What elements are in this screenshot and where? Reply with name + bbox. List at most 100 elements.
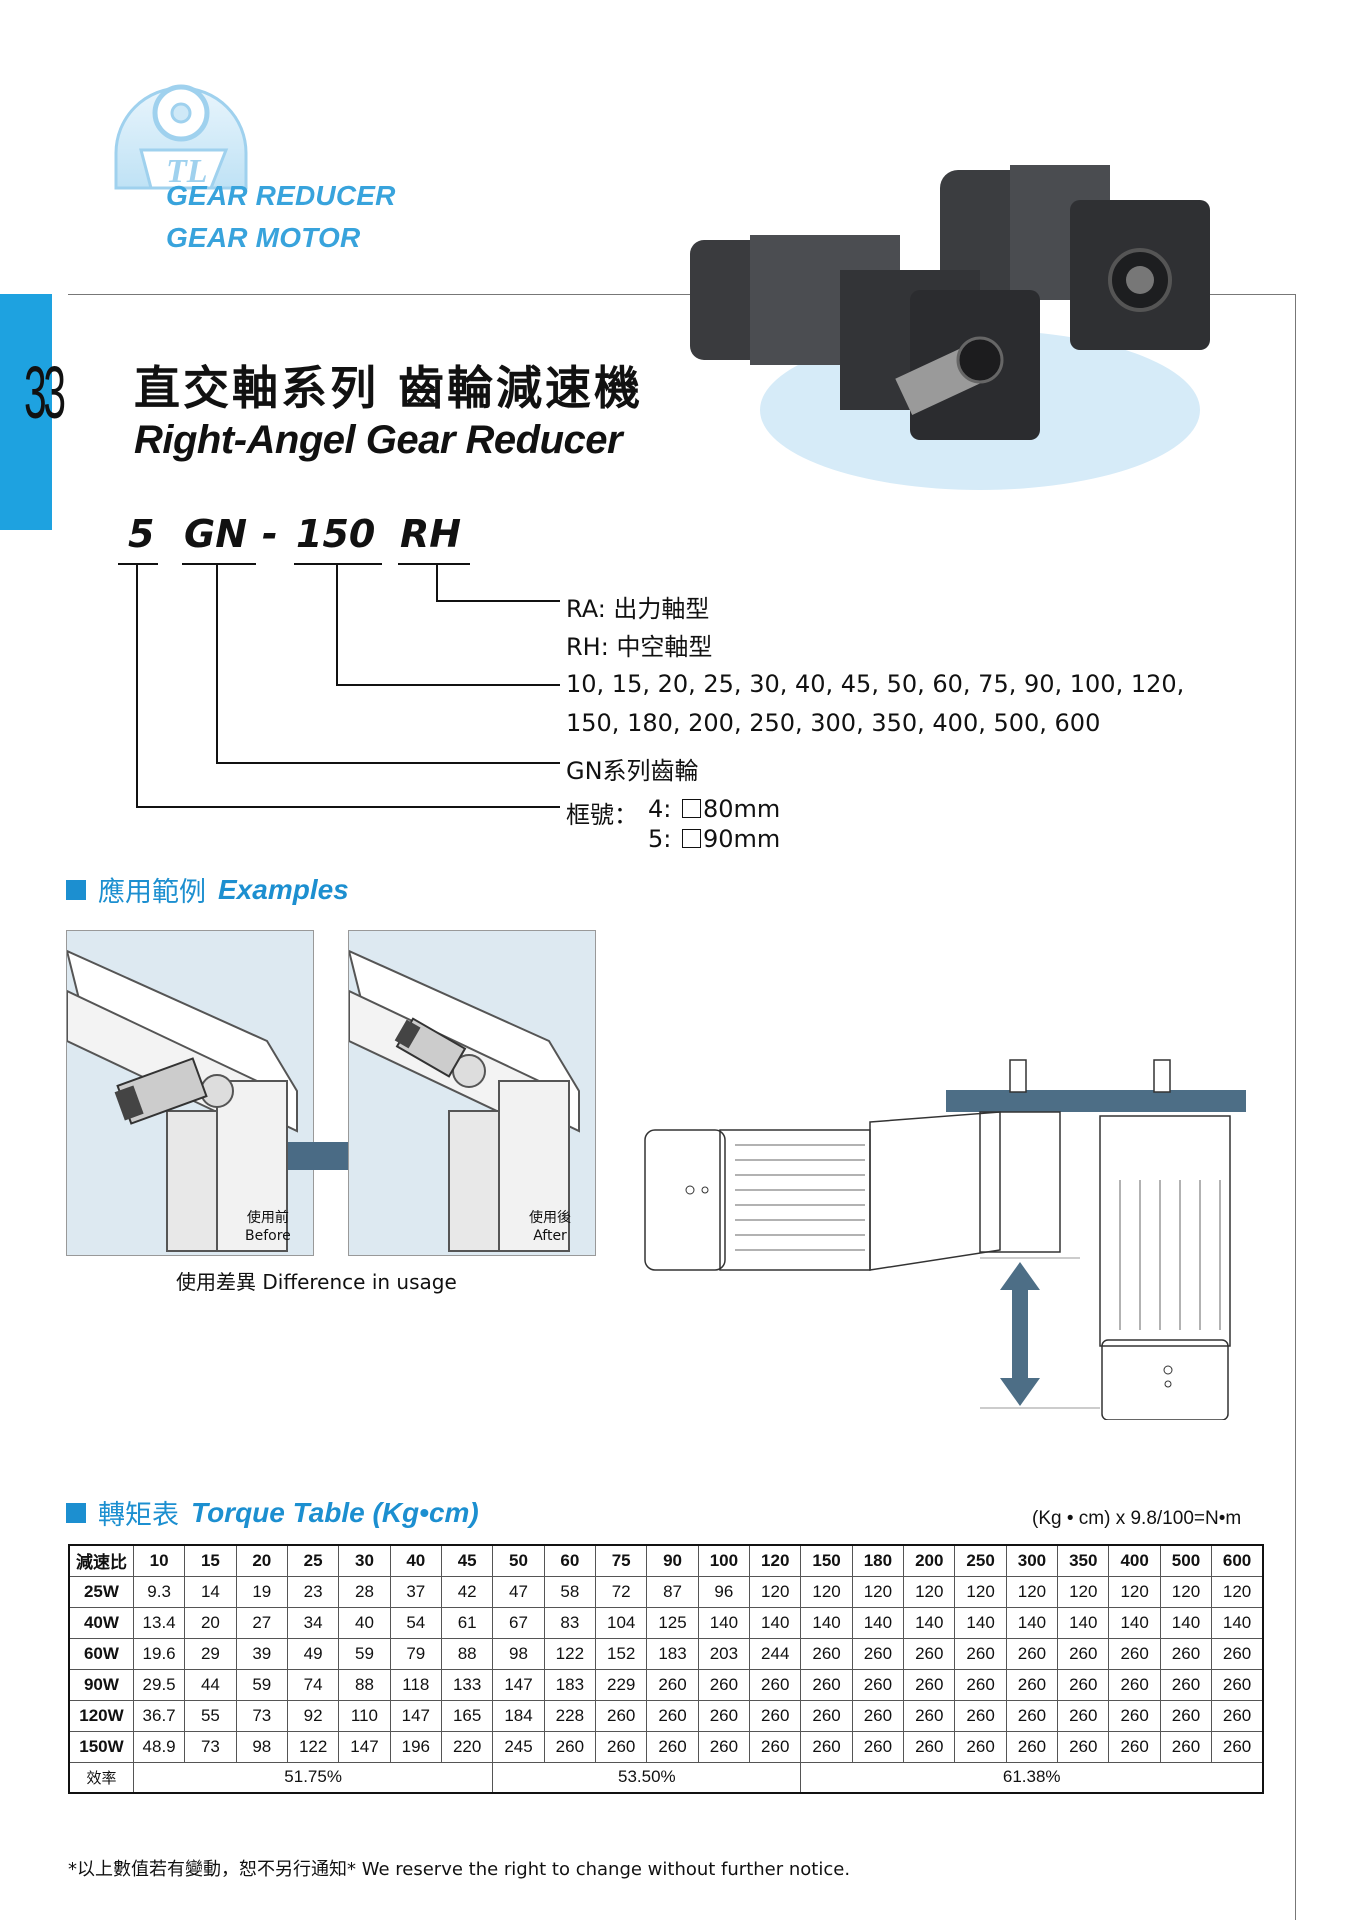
ratio-header-cell: 250	[954, 1544, 1007, 1577]
torque-value-cell: 67	[492, 1606, 545, 1639]
torque-value-cell: 260	[1108, 1637, 1161, 1670]
examples-heading: 應用範例 Examples	[66, 870, 349, 909]
torque-value-cell: 260	[1211, 1730, 1264, 1763]
torque-value-cell: 110	[338, 1699, 391, 1732]
code-ratio: 150	[296, 512, 376, 556]
torque-value-cell: 140	[954, 1606, 1007, 1639]
torque-value-cell: 244	[749, 1637, 802, 1670]
desc-frame5-val: 90mm	[703, 825, 781, 853]
torque-value-cell: 260	[903, 1730, 956, 1763]
torque-value-cell: 120	[800, 1575, 853, 1608]
power-label-cell: 25W	[68, 1575, 134, 1608]
torque-value-cell: 260	[954, 1637, 1007, 1670]
torque-value-cell: 27	[235, 1606, 288, 1639]
torque-value-cell: 260	[595, 1699, 648, 1732]
torque-value-cell: 260	[851, 1637, 905, 1670]
torque-value-cell: 220	[440, 1730, 494, 1763]
ratio-header-cell: 25	[286, 1544, 340, 1577]
code-underline-2	[182, 563, 256, 565]
torque-value-cell: 79	[389, 1637, 442, 1670]
product-photo	[690, 165, 1210, 490]
torque-value-cell: 59	[235, 1668, 288, 1701]
torque-value-cell: 48.9	[132, 1730, 186, 1763]
ratio-header-cell: 60	[543, 1544, 597, 1577]
torque-value-cell: 260	[800, 1668, 853, 1701]
code-frame: 5	[128, 512, 155, 556]
torque-value-cell: 260	[543, 1730, 597, 1763]
before-label-cn: 使用前	[246, 1210, 289, 1226]
torque-value-cell: 54	[389, 1606, 442, 1639]
efficiency-value-cell: 61.38%	[800, 1761, 1264, 1794]
torque-value-cell: 14	[184, 1575, 237, 1608]
frame-top-rule	[68, 294, 1296, 295]
footer-notice: *以上數值若有變動，恕不另行通知* We reserve the right t…	[68, 1859, 851, 1880]
company-logo: TL	[114, 84, 248, 190]
torque-value-cell: 165	[440, 1699, 494, 1732]
torque-value-cell: 87	[646, 1575, 699, 1608]
desc-frame4-key: 4:	[648, 795, 672, 823]
bracket-type-v	[436, 564, 438, 602]
torque-value-cell: 260	[800, 1699, 853, 1732]
efficiency-value-cell: 53.50%	[492, 1761, 802, 1794]
torque-value-cell: 203	[697, 1637, 751, 1670]
power-label-cell: 150W	[68, 1730, 134, 1763]
torque-value-cell: 36.7	[132, 1699, 186, 1732]
ratio-header-cell: 75	[595, 1544, 648, 1577]
code-underline-4	[398, 563, 470, 565]
torque-value-cell: 20	[184, 1606, 237, 1639]
torque-value-cell: 72	[595, 1575, 648, 1608]
torque-value-cell: 140	[903, 1606, 956, 1639]
bracket-ratio-v	[336, 564, 338, 686]
desc-ratios-2: 150, 180, 200, 250, 300, 350, 400, 500, …	[566, 709, 1101, 737]
torque-value-cell: 260	[851, 1699, 905, 1732]
ratio-header-cell: 150	[800, 1544, 853, 1577]
efficiency-value-cell: 51.75%	[132, 1761, 494, 1794]
torque-value-cell: 28	[338, 1575, 391, 1608]
torque-value-cell: 260	[800, 1637, 853, 1670]
conveyor-after-illustration	[349, 949, 580, 1252]
after-label-cn: 使用後	[529, 1210, 571, 1226]
torque-value-cell: 260	[1159, 1637, 1213, 1670]
torque-value-cell: 260	[646, 1730, 699, 1763]
examples-caption: 使用差異 Difference in usage	[176, 1270, 457, 1294]
torque-value-cell: 260	[1005, 1668, 1059, 1701]
gear-motor-front	[690, 235, 1040, 440]
bracket-series-h	[216, 762, 560, 764]
torque-heading: 轉矩表 Torque Table (Kg•cm)	[66, 1493, 479, 1532]
torque-value-cell: 147	[338, 1730, 391, 1763]
torque-value-cell: 140	[851, 1606, 905, 1639]
torque-value-cell: 260	[800, 1730, 853, 1763]
torque-value-cell: 260	[851, 1668, 905, 1701]
page-title-cn: 直交軸系列 齒輪減速機	[134, 361, 644, 415]
torque-value-cell: 42	[440, 1575, 494, 1608]
bracket-frame-h	[136, 806, 560, 808]
desc-frame5-key: 5:	[648, 825, 672, 853]
torque-value-cell: 120	[749, 1575, 802, 1608]
desc-frame-label: 框號：	[566, 801, 638, 829]
brand-line-1: GEAR REDUCER	[166, 180, 396, 211]
unit-conversion-note: (Kg • cm) x 9.8/100=N•m	[1032, 1508, 1242, 1529]
torque-value-cell: 37	[389, 1575, 442, 1608]
square-symbol-4	[682, 799, 701, 818]
torque-value-cell: 196	[389, 1730, 442, 1763]
torque-value-cell: 61	[440, 1606, 494, 1639]
torque-value-cell: 260	[646, 1668, 699, 1701]
code-dash: -	[262, 512, 278, 556]
example-after-panel: 使用後 After	[348, 930, 596, 1256]
torque-value-cell: 228	[543, 1699, 597, 1732]
torque-value-cell: 184	[492, 1699, 545, 1732]
side-tab	[0, 294, 52, 530]
torque-value-cell: 140	[697, 1606, 751, 1639]
after-label: 使用後 After	[529, 1209, 571, 1245]
ratio-header-cell: 10	[132, 1544, 186, 1577]
torque-value-cell: 260	[851, 1730, 905, 1763]
torque-value-cell: 260	[595, 1730, 648, 1763]
page-number: 33	[24, 351, 66, 434]
torque-value-cell: 260	[1057, 1730, 1110, 1763]
torque-value-cell: 152	[595, 1637, 648, 1670]
ratio-header-cell: 30	[338, 1544, 391, 1577]
